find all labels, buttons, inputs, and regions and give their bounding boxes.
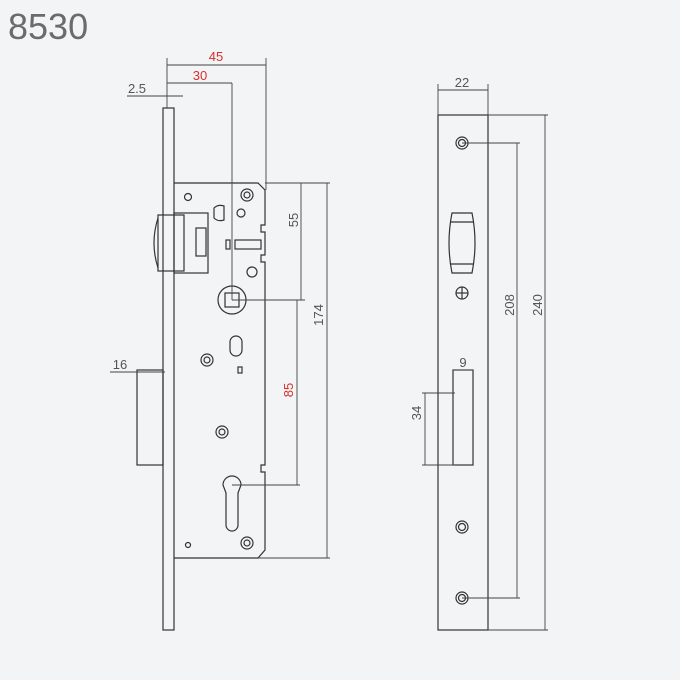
faceplate-front [437, 114, 489, 631]
dim-34: 34 [409, 406, 424, 420]
bolt-opening [452, 369, 474, 466]
slot [229, 335, 243, 357]
dim-16: 16 [113, 357, 127, 372]
latch-opening [448, 212, 476, 274]
dim-55: 55 [286, 213, 301, 227]
front-view: 22 208 240 9 34 [409, 75, 548, 631]
dim-2-5: 2.5 [128, 81, 146, 96]
dead-bolt [136, 369, 164, 466]
side-view: 45 30 2.5 16 55 174 85 [110, 49, 330, 631]
dim-208: 208 [502, 294, 517, 316]
lock-case [174, 182, 266, 559]
latch-lever [213, 204, 225, 222]
dim-174: 174 [311, 304, 326, 326]
dim-45: 45 [209, 49, 223, 64]
screw-hole [240, 188, 254, 202]
dim-9: 9 [459, 355, 466, 370]
latch-bolt [153, 212, 209, 274]
model-number: 8530 [8, 6, 89, 47]
dim-85: 85 [281, 383, 296, 397]
dim-30: 30 [193, 68, 207, 83]
faceplate-side [162, 107, 175, 631]
cylinder-hole [222, 475, 242, 532]
dim-22: 22 [455, 75, 469, 90]
dim-240: 240 [530, 294, 545, 316]
